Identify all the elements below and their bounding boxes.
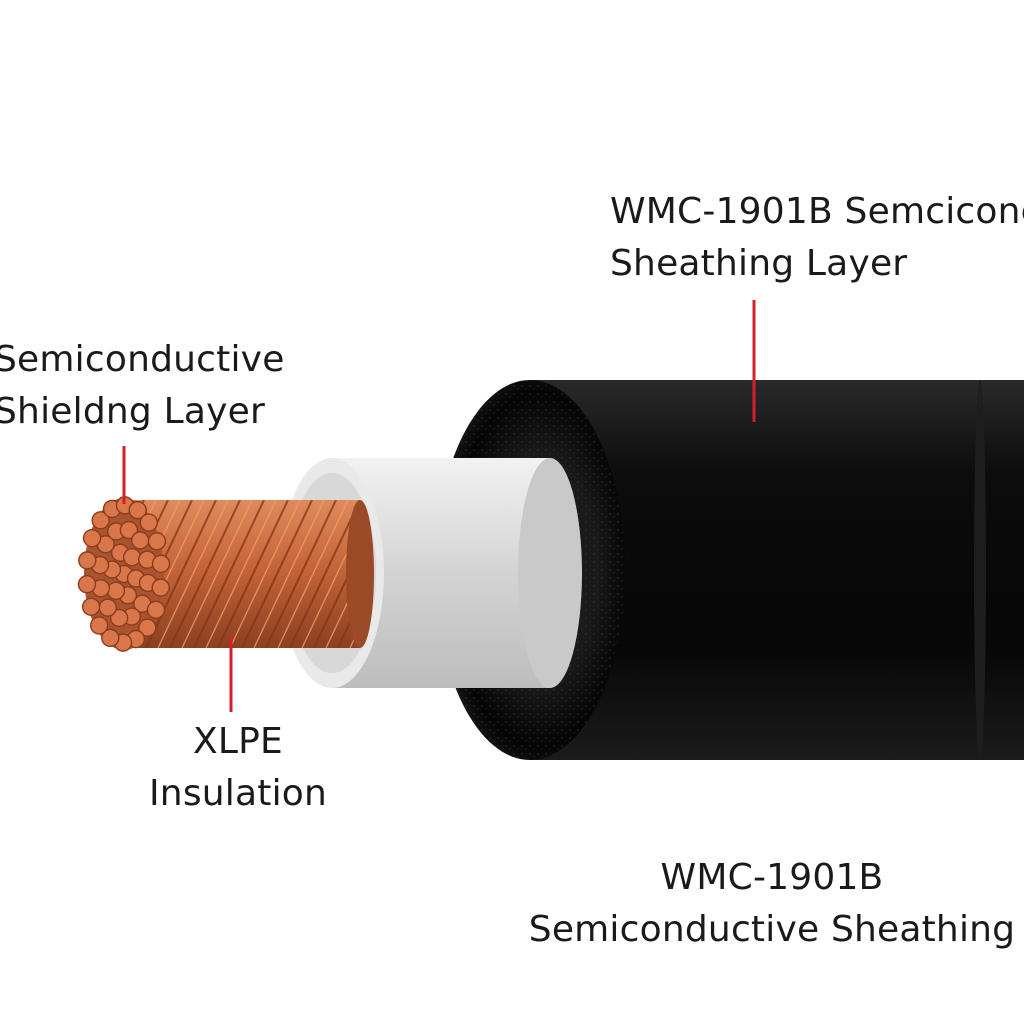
- copper-strand-line: [14, 500, 84, 648]
- copper-strand-line: [229, 500, 301, 648]
- copper-strand-line: [2, 500, 72, 648]
- copper-strand-line: [301, 523, 360, 648]
- copper-strand-end: [106, 581, 126, 601]
- copper-strand-end: [128, 500, 147, 520]
- copper-strand-line: [217, 500, 289, 648]
- copper-strand-end: [82, 528, 102, 548]
- copper-strand-line: [157, 500, 229, 648]
- copper-strand-end: [131, 531, 150, 550]
- copper-strand-line: [289, 500, 360, 648]
- shielding-layer-label-line1: Semiconductive: [0, 339, 285, 380]
- copper-strand-line: [277, 500, 349, 648]
- copper-strand-end: [119, 520, 139, 540]
- sheathing-layer-label-line1: WMC-1901B Semciconc: [610, 191, 1024, 232]
- shielding-layer-label: Semiconductive Shieldng Layer: [0, 334, 285, 438]
- copper-strand-line: [241, 500, 313, 648]
- xlpe-insulation-label: XLPE Insulation: [128, 716, 348, 820]
- sheathing-layer-label-line2: Sheathing Layer: [610, 243, 908, 284]
- semiconductive-sheathing-label-line1: WMC-1901B: [660, 857, 884, 898]
- copper-strand-line: [325, 574, 360, 648]
- semiconductive-sheathing-label: WMC-1901B Semiconductive Sheathing: [520, 852, 1024, 956]
- copper-strand-end: [147, 532, 167, 551]
- copper-strand-end: [78, 551, 97, 570]
- copper-strand-end: [138, 618, 157, 637]
- copper-strand-end: [146, 600, 166, 620]
- copper-strand-line: [169, 500, 241, 648]
- xlpe-insulation-label-line2: Insulation: [148, 773, 328, 814]
- copper-strand-end: [90, 616, 109, 635]
- copper-strand-line: [193, 500, 265, 648]
- copper-strand-line: [145, 500, 217, 648]
- copper-strand-end: [101, 628, 120, 648]
- copper-conductor: [0, 496, 374, 652]
- copper-strand-end: [151, 578, 170, 597]
- copper-strand-end: [98, 598, 117, 617]
- copper-strand-end: [91, 511, 110, 530]
- xlpe-insulation-label-line1: XLPE: [193, 721, 283, 762]
- copper-strand-line: [253, 500, 325, 648]
- sheathing-layer-label: WMC-1901B Semciconc Sheathing Layer: [610, 186, 1024, 290]
- copper-strand-line: [0, 500, 60, 648]
- copper-strand-end: [151, 554, 171, 574]
- copper-strand-line: [181, 500, 253, 648]
- shielding-layer-label-line2: Shieldng Layer: [0, 391, 265, 432]
- semiconductive-sheathing-label-line2: Semiconductive Sheathing: [528, 909, 1016, 950]
- copper-strand-line: [0, 500, 48, 648]
- copper-strand-end: [122, 547, 142, 567]
- copper-strand-line: [265, 500, 337, 648]
- copper-strand-end: [109, 608, 129, 628]
- copper-strand-end: [77, 574, 97, 594]
- copper-strand-line: [205, 500, 277, 648]
- copper-strand-end: [81, 597, 101, 616]
- copper-strand-end: [139, 513, 158, 532]
- copper-strand-line: [0, 500, 36, 648]
